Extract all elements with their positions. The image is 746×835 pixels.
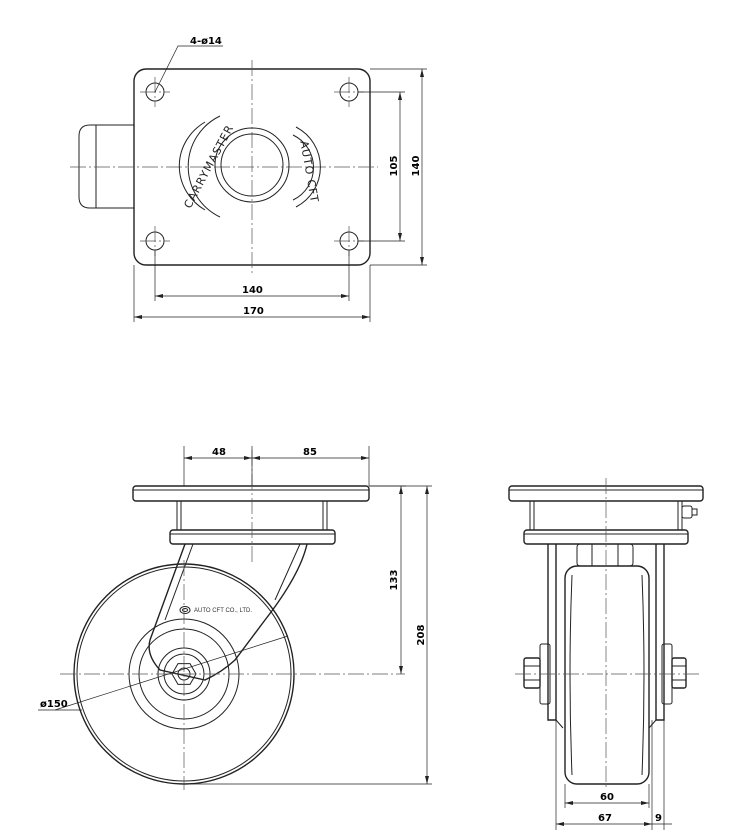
dim-wheel-diameter: ø150 <box>40 699 68 710</box>
side-brand-mark: AUTO CFT CO., LTD. <box>179 606 252 614</box>
side-fork-leg <box>148 543 308 681</box>
dim-hole-span-y: 105 <box>389 156 400 177</box>
side-swivel-ring <box>169 529 336 545</box>
front-fork-leg-left <box>547 544 557 721</box>
dim-wheel-width: 60 <box>600 792 614 803</box>
center-boss-inner <box>220 133 284 197</box>
front-view: 60 67 9 <box>508 478 704 830</box>
dim-plate-width: 170 <box>243 306 264 317</box>
side-view: AUTO CFT CO., LTD. ø150 48 85 133 208 <box>38 446 432 790</box>
side-top-plate <box>132 485 370 502</box>
grease-nipple <box>681 505 693 519</box>
dim-axle-height: 133 <box>389 570 400 591</box>
dim-line-wheel-diameter <box>54 635 289 711</box>
hole-callout-label: 4-ø14 <box>190 36 222 47</box>
dim-plate-depth: 140 <box>411 156 422 177</box>
kingpin-nut <box>576 543 634 567</box>
front-fork-leg-right <box>655 544 665 721</box>
front-axle-bolt-head <box>523 657 541 689</box>
hole-callout-leader <box>154 45 223 93</box>
front-axle-nut <box>671 657 687 689</box>
center-boss-outer <box>214 127 290 203</box>
dim-leg-width: 67 <box>598 813 612 824</box>
swivel-body-outline <box>78 124 134 209</box>
top-view: CARRYMASTER AUTO CFT 4-ø14 140 170 105 1… <box>70 36 427 322</box>
dim-total-height: 208 <box>416 625 427 646</box>
dim-offset-left: 48 <box>212 447 226 458</box>
logo-arc-left <box>178 115 221 218</box>
dim-hole-span-x: 140 <box>242 285 263 296</box>
dim-offset-right: 85 <box>303 447 317 458</box>
side-brand-text: AUTO CFT CO., LTD. <box>194 608 252 614</box>
dim-leg-offset: 9 <box>655 813 662 824</box>
logo-arc-right <box>292 126 321 208</box>
front-wheel <box>564 565 650 785</box>
